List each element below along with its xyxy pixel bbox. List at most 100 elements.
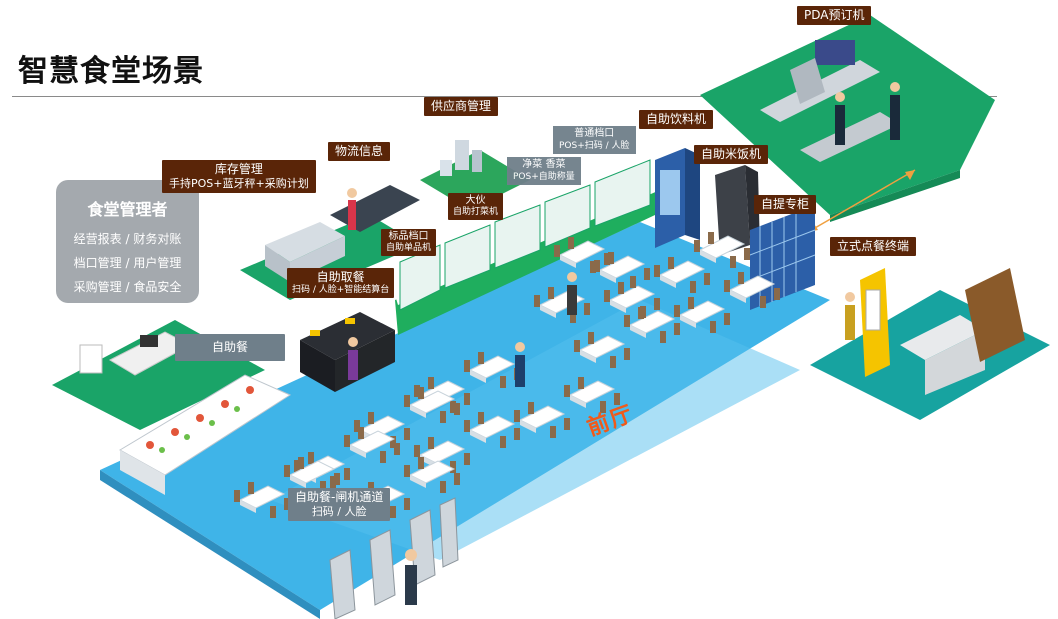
chair <box>478 412 484 424</box>
label-standard-stall-title: 标品档口 <box>388 231 429 242</box>
chair <box>564 385 570 397</box>
chair <box>284 465 290 477</box>
dining-table-side <box>410 405 426 418</box>
dining-table-side <box>470 370 486 383</box>
chair <box>600 401 606 413</box>
label-normal-stall-sub: POS+扫码 / 人脸 <box>559 141 630 151</box>
label-buffet: 自助餐 <box>175 334 285 361</box>
chair <box>418 387 424 399</box>
chair <box>708 232 714 244</box>
chair <box>450 401 456 413</box>
dining-table-side <box>580 350 596 363</box>
chair <box>464 453 470 465</box>
label-net-veg-title: 净菜 香菜 <box>522 159 566 170</box>
chair <box>414 445 420 457</box>
chair <box>534 295 540 307</box>
label-inventory-sub: 手持POS+蓝牙秤+采购计划 <box>169 177 309 190</box>
dining-table-side <box>600 270 616 283</box>
chair <box>500 436 506 448</box>
chair <box>644 268 650 280</box>
manager-line-3: 采购管理 / 食品安全 <box>73 280 182 294</box>
chair <box>284 498 290 510</box>
dining-table-side <box>520 420 536 433</box>
chair <box>590 261 596 273</box>
label-gate-title: 自助餐-闸机通道 <box>295 490 384 504</box>
dining-table-side <box>730 290 746 303</box>
chair <box>344 468 350 480</box>
chair <box>454 403 460 415</box>
chair <box>594 260 600 272</box>
chair <box>630 276 636 288</box>
chair <box>528 402 534 414</box>
label-net-veg-sub: POS+自助称量 <box>513 172 575 182</box>
chair <box>568 237 574 249</box>
chair <box>308 452 314 464</box>
dining-table-side <box>630 325 646 338</box>
chair <box>584 303 590 315</box>
label-supplier-mgmt: 供应商管理 <box>424 97 499 116</box>
pda-production-line <box>760 40 900 162</box>
chair <box>624 315 630 327</box>
dining-table-side <box>660 275 676 288</box>
chair <box>610 356 616 368</box>
label-self-rice: 自助米饭机 <box>694 145 769 164</box>
chair <box>690 281 696 293</box>
chair <box>478 352 484 364</box>
chair <box>604 253 610 265</box>
manager-line-2: 档口管理 / 用户管理 <box>73 256 182 270</box>
chair <box>588 332 594 344</box>
label-self-pickup-meal: 自助取餐 扫码 / 人脸+智能结算台 <box>287 268 395 298</box>
label-self-pickup-meal-title: 自助取餐 <box>316 270 365 284</box>
standing-terminal-kiosk <box>860 268 890 377</box>
chair <box>270 506 276 518</box>
chair <box>668 257 674 269</box>
chair <box>380 451 386 463</box>
terminal-area-furniture <box>900 268 1025 395</box>
pda-green-area <box>700 15 995 215</box>
chair <box>428 437 434 449</box>
manager-line-1: 经营报表 / 财务对账 <box>73 232 182 246</box>
chair <box>414 385 420 397</box>
chair <box>614 393 620 405</box>
chair <box>404 395 410 407</box>
dining-table-side <box>700 250 716 263</box>
label-normal-stall: 普通档口 POS+扫码 / 人脸 <box>553 126 636 154</box>
label-inventory-title: 库存管理 <box>214 162 263 176</box>
chair <box>234 490 240 502</box>
chair <box>514 410 520 422</box>
chair <box>774 288 780 300</box>
label-normal-stall-title: 普通档口 <box>574 128 615 139</box>
chair <box>550 426 556 438</box>
chair <box>694 240 700 252</box>
title-divider <box>12 96 997 97</box>
chair <box>738 272 744 284</box>
chair <box>578 377 584 389</box>
supplier-area <box>420 150 530 210</box>
dining-table-side <box>570 395 586 408</box>
dining-table-side <box>240 500 256 513</box>
label-dahuo-title: 大伙 <box>465 195 486 206</box>
dining-table <box>698 235 746 259</box>
chair <box>450 461 456 473</box>
chair <box>354 420 360 432</box>
office-desk <box>79 331 192 376</box>
chair <box>390 436 396 448</box>
chair <box>570 311 576 323</box>
chair <box>334 473 340 485</box>
chair <box>640 306 646 318</box>
chair <box>674 305 680 317</box>
label-standard-stall: 标品档口 自助单品机 <box>381 229 437 256</box>
label-pda-order: PDA预订机 <box>797 6 872 25</box>
dining-table-side <box>290 475 306 488</box>
storage-building <box>265 222 345 262</box>
dining-table-side <box>470 430 486 443</box>
chair <box>298 457 304 469</box>
chair <box>368 412 374 424</box>
chair <box>744 248 750 260</box>
people <box>347 82 900 605</box>
label-standard-stall-sub: 自助单品机 <box>386 243 432 253</box>
chair <box>404 428 410 440</box>
chair <box>724 280 730 292</box>
label-self-drink: 自助饮料机 <box>639 110 714 129</box>
